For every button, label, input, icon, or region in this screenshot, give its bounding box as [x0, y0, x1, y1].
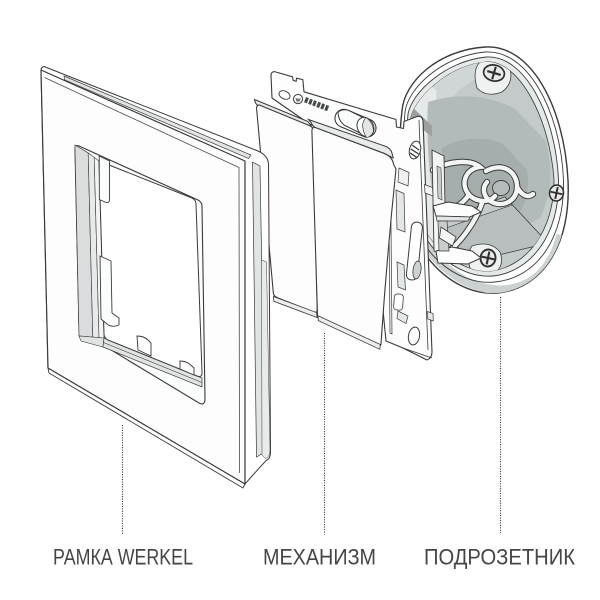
- svg-text:РАМКА WERKEL: РАМКА WERKEL: [53, 545, 193, 570]
- svg-text:ПОДРОЗЕТНИК: ПОДРОЗЕТНИК: [424, 545, 575, 570]
- svg-text:МЕХАНИЗМ: МЕХАНИЗМ: [263, 545, 376, 570]
